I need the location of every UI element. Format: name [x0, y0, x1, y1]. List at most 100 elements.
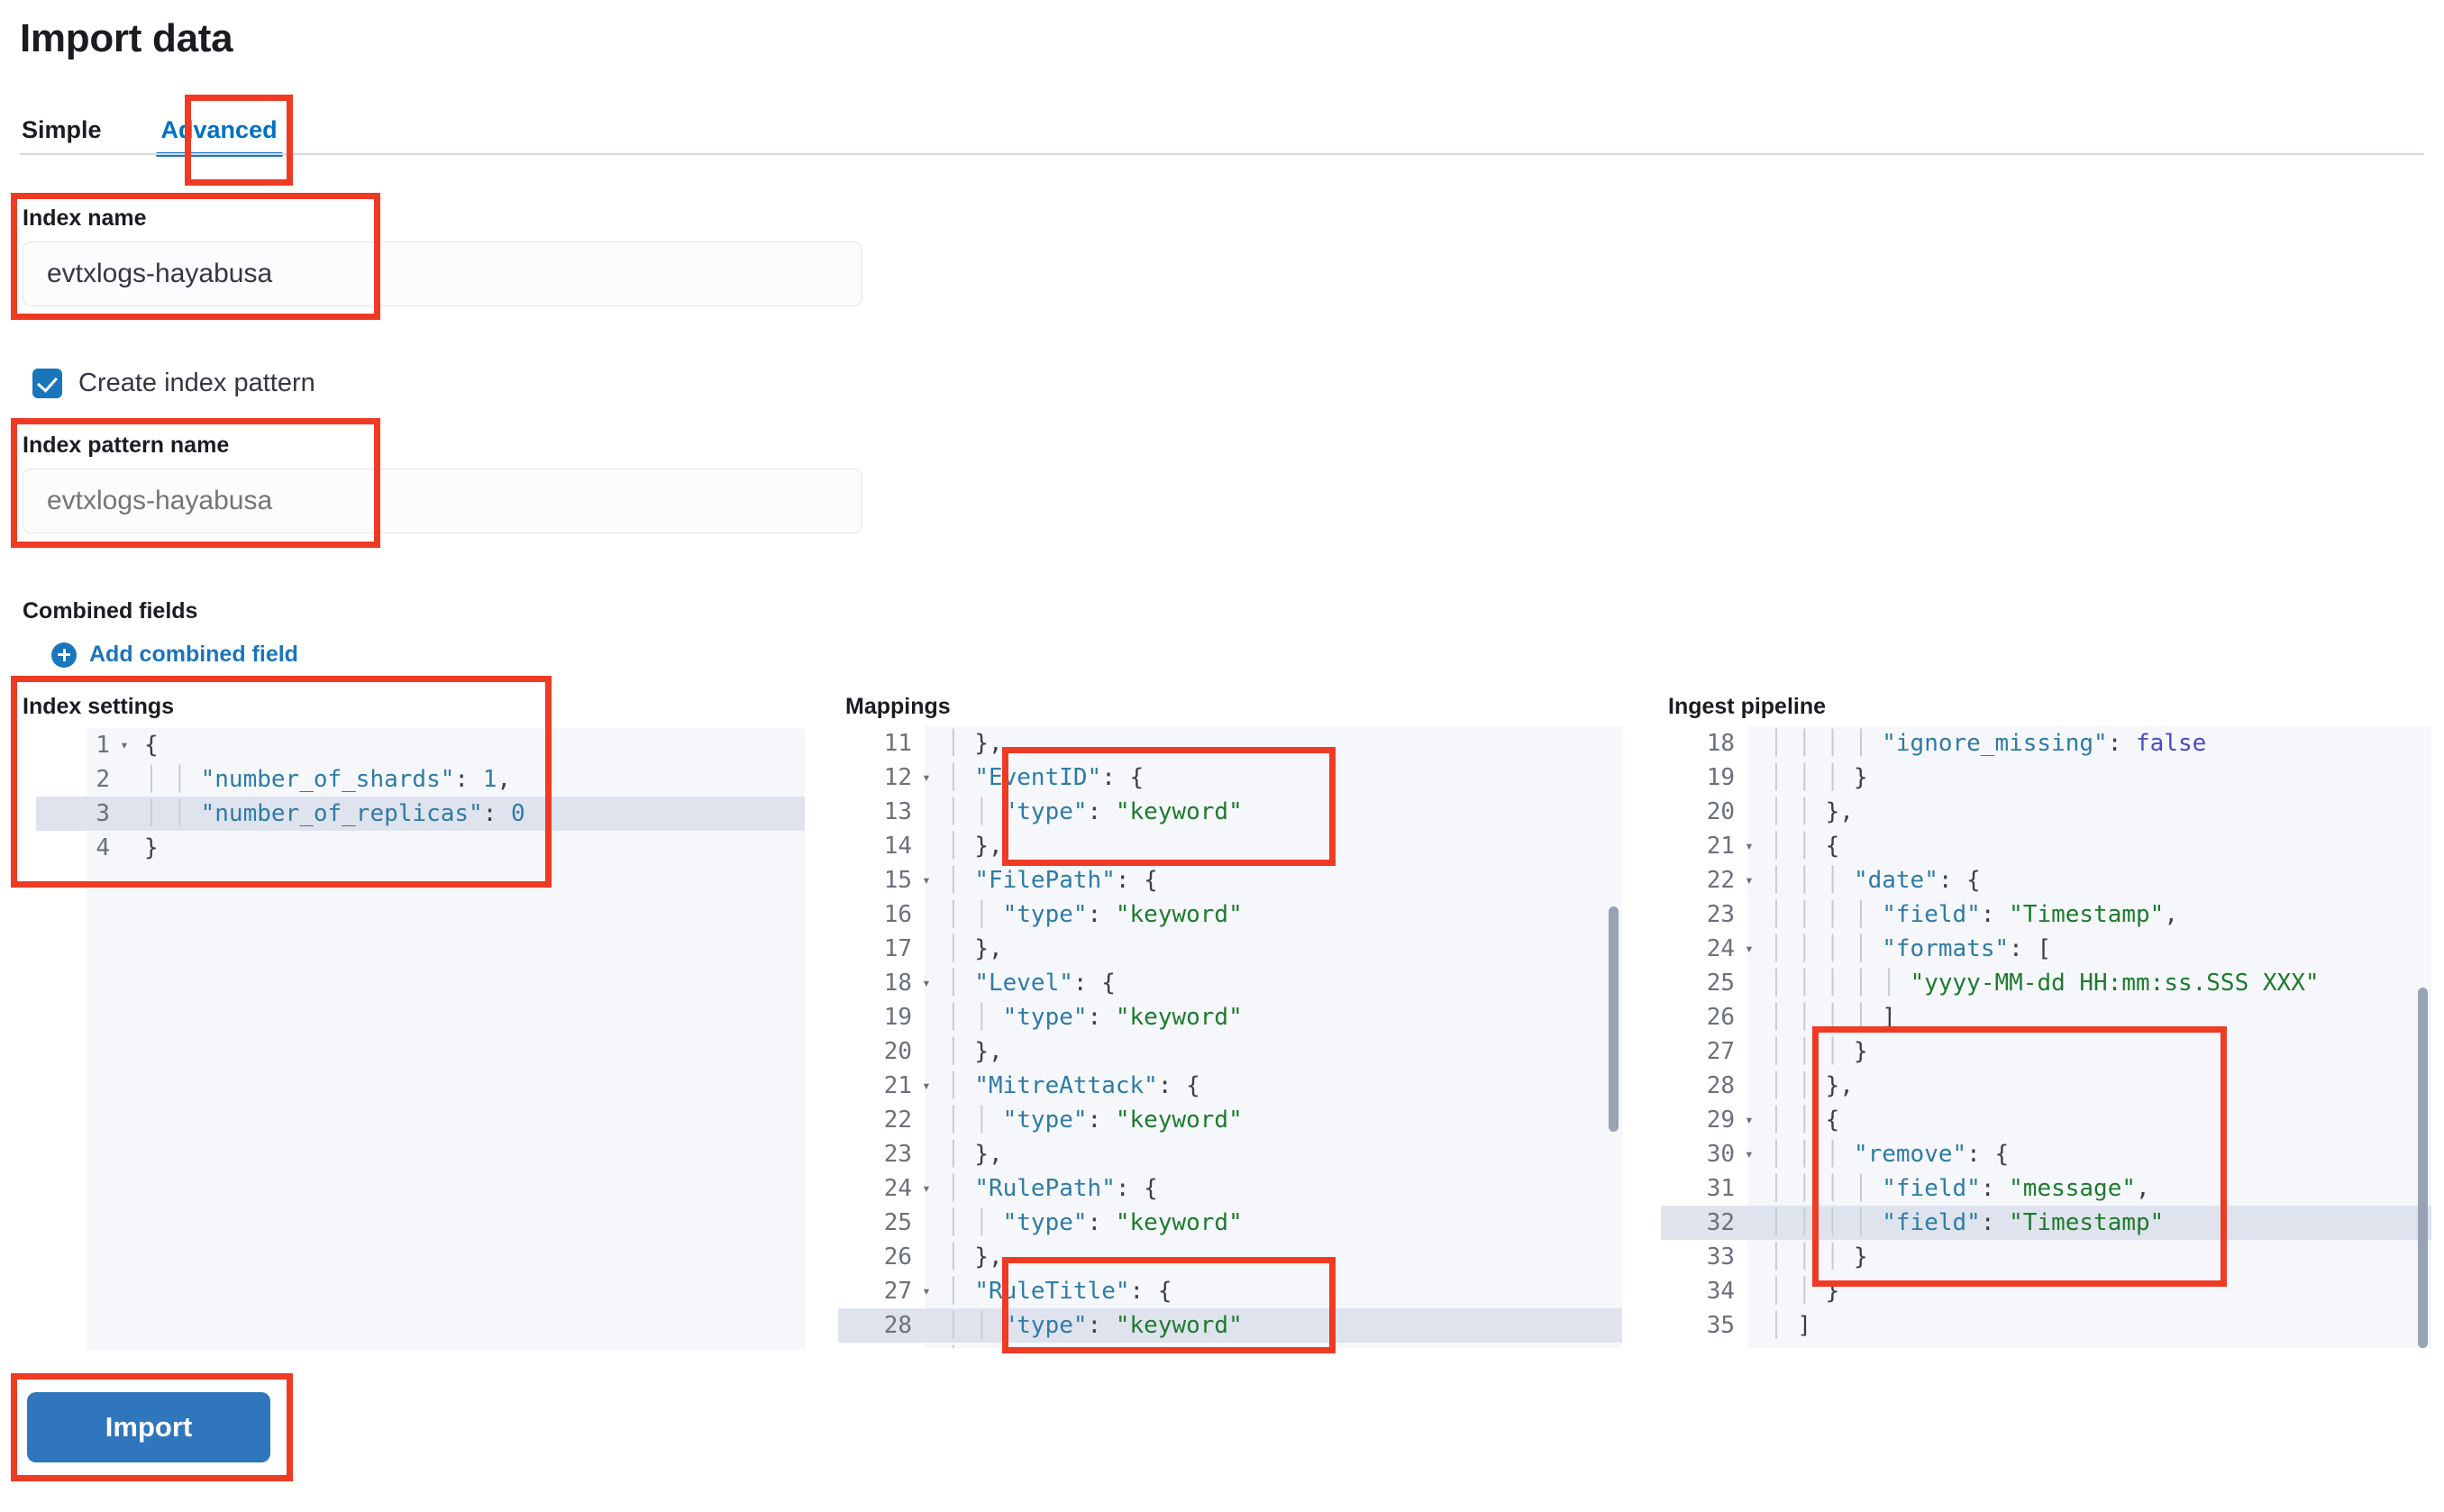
code-line[interactable]: 22▾│ │ │ "date": { — [1661, 863, 2431, 897]
code-line[interactable]: 36} — [1661, 1343, 2431, 1348]
mappings-scrollbar[interactable] — [1609, 906, 1619, 1132]
line-number: 19 — [883, 1004, 912, 1031]
code-line[interactable]: 27▾│ "RuleTitle": { — [838, 1274, 1622, 1308]
import-button[interactable]: Import — [27, 1392, 270, 1462]
code-text: } — [144, 834, 159, 861]
code-line[interactable]: 20│ }, — [838, 1034, 1622, 1069]
code-line[interactable]: 31 │ │ │ │ "field": "message", — [1661, 1171, 2431, 1206]
fold-caret-icon[interactable]: ▾ — [1745, 1111, 1754, 1128]
fold-caret-icon[interactable]: ▾ — [922, 1282, 931, 1299]
code-line[interactable]: 18▾│ "Level": { — [838, 966, 1622, 1000]
code-line[interactable]: 20│ │ }, — [1661, 795, 2431, 829]
tab-divider — [20, 153, 2424, 155]
code-line[interactable]: 28│ │ "type": "keyword" — [838, 1308, 1622, 1343]
fold-caret-icon[interactable]: ▾ — [922, 1077, 931, 1094]
code-text: │ │ │ "remove": { — [1769, 1141, 2010, 1168]
code-line[interactable]: 19│ │ "type": "keyword" — [838, 1000, 1622, 1034]
code-line[interactable]: 18 │ │ │ │ "ignore_missing": false — [1661, 726, 2431, 761]
code-text: │ │ │ │ "field": "message", — [1769, 1175, 2150, 1202]
code-line[interactable]: 2│ │ "number_of_shards": 1, — [36, 762, 805, 797]
code-line[interactable]: 3│ │ "number_of_replicas": 0 — [36, 797, 805, 831]
line-number: 12 — [883, 764, 912, 791]
ingest-pipeline-scrollbar[interactable] — [2418, 988, 2428, 1348]
tab-simple[interactable]: Simple — [22, 116, 102, 143]
code-line[interactable]: 11│ }, — [838, 726, 1622, 761]
line-number: 36 — [1661, 1343, 1738, 1348]
code-line[interactable]: 35│ ] — [1661, 1308, 2431, 1343]
code-line[interactable]: 29│ }, — [838, 1343, 1622, 1348]
line-number: 4 — [96, 834, 110, 861]
code-line[interactable]: 29▾│ │ { — [1661, 1103, 2431, 1137]
code-line[interactable]: 24▾│ "RulePath": { — [838, 1171, 1622, 1206]
line-number: 17 — [883, 935, 912, 962]
create-index-pattern-checkbox[interactable] — [32, 369, 62, 398]
code-line[interactable]: 24▾│ │ │ │ "formats": [ — [1661, 932, 2431, 966]
code-text: │ }, — [946, 1141, 1003, 1168]
code-line[interactable]: 21▾│ │ { — [1661, 829, 2431, 863]
code-text: │ │ │ } — [1769, 1038, 1868, 1065]
code-line[interactable]: 22 │ │ "type": "keyword" — [838, 1103, 1622, 1137]
code-line[interactable]: 16│ │ "type": "keyword" — [838, 897, 1622, 932]
index-settings-editor[interactable]: 1▾{2│ │ "number_of_shards": 1,3│ │ "numb… — [36, 728, 805, 1350]
code-text: │ "FilePath": { — [946, 867, 1158, 894]
code-line[interactable]: 34│ │ } — [1661, 1274, 2431, 1308]
code-line[interactable]: 25│ │ "type": "keyword" — [838, 1206, 1622, 1240]
code-line[interactable]: 33│ │ │ } — [1661, 1240, 2431, 1274]
fold-caret-icon[interactable]: ▾ — [922, 974, 931, 991]
code-text: │ }, — [946, 1038, 1003, 1065]
line-number: 11 — [883, 730, 912, 757]
line-number: 21 — [1706, 833, 1735, 860]
code-text: │ │ │ │ "ignore_missing": false — [1769, 730, 2207, 757]
code-line[interactable]: 28│ │ }, — [1661, 1069, 2431, 1103]
create-index-pattern-row[interactable]: Create index pattern — [32, 369, 315, 398]
line-number: 16 — [883, 901, 912, 928]
fold-caret-icon[interactable]: ▾ — [1745, 1145, 1754, 1162]
line-number: 14 — [883, 833, 912, 860]
index-name-input[interactable] — [23, 241, 862, 306]
fold-caret-icon[interactable]: ▾ — [922, 871, 931, 888]
code-line[interactable]: 19│ │ │ } — [1661, 761, 2431, 795]
code-text: │ │ "type": "keyword" — [946, 1107, 1243, 1134]
code-text: │ "EventID": { — [946, 764, 1144, 791]
add-combined-field-button[interactable]: Add combined field — [51, 642, 298, 668]
index-pattern-name-input[interactable] — [23, 469, 862, 533]
ingest-pipeline-editor[interactable]: 18 │ │ │ │ "ignore_missing": false 19│ │ │… — [1661, 726, 2431, 1348]
line-number: 22 — [1706, 867, 1735, 894]
code-line[interactable]: 4} — [36, 831, 805, 865]
code-line[interactable]: 14│ }, — [838, 829, 1622, 863]
line-number: 1 — [96, 732, 110, 759]
line-number: 27 — [1706, 1038, 1735, 1065]
fold-caret-icon[interactable]: ▾ — [1745, 871, 1754, 888]
line-number: 32 — [1706, 1209, 1735, 1236]
fold-caret-icon[interactable]: ▾ — [1745, 837, 1754, 854]
code-text: │ "MitreAttack": { — [946, 1072, 1200, 1099]
line-number: 18 — [1706, 730, 1735, 757]
code-text: │ │ }, — [1769, 1072, 1854, 1099]
code-line[interactable]: 23│ }, — [838, 1137, 1622, 1171]
code-line[interactable]: 26│ │ │ │ ] — [1661, 1000, 2431, 1034]
fold-caret-icon[interactable]: ▾ — [922, 1180, 931, 1197]
code-line[interactable]: 1▾{ — [36, 728, 805, 762]
code-text: │ }, — [937, 1343, 1003, 1348]
code-line[interactable]: 21▾│ "MitreAttack": { — [838, 1069, 1622, 1103]
code-text: │ │ "number_of_replicas": 0 — [144, 800, 525, 827]
code-line[interactable]: 17│ }, — [838, 932, 1622, 966]
code-line[interactable]: 30▾│ │ │ "remove": { — [1661, 1137, 2431, 1171]
code-line[interactable]: 23│ │ │ │ "field": "Timestamp", — [1661, 897, 2431, 932]
fold-caret-icon[interactable]: ▾ — [120, 736, 129, 753]
code-line[interactable]: 32│ │ │ │ "field": "Timestamp" — [1661, 1206, 2431, 1240]
code-line[interactable]: 12 ▾ │ "EventID": { — [838, 761, 1622, 795]
fold-caret-icon[interactable]: ▾ — [1745, 940, 1754, 957]
code-line[interactable]: 26│ }, — [838, 1240, 1622, 1274]
code-line[interactable]: 25│ │ │ │ │ "yyyy-MM-dd HH:mm:ss.SSS XXX… — [1661, 966, 2431, 1000]
line-number: 2 — [96, 766, 110, 793]
code-line[interactable]: 15▾│ "FilePath": { — [838, 863, 1622, 897]
code-line[interactable]: 27 │ │ │ } — [1661, 1034, 2431, 1069]
fold-caret-icon[interactable]: ▾ — [922, 769, 931, 786]
line-number: 31 — [1706, 1175, 1735, 1202]
line-number: 22 — [883, 1107, 912, 1134]
code-text: │ │ } — [1769, 1278, 1840, 1305]
code-line[interactable]: 13│ │ "type": "keyword" — [838, 795, 1622, 829]
tab-advanced[interactable]: Advanced — [129, 118, 310, 157]
mappings-editor[interactable]: 11│ },12▾│ "EventID": {13│ │ "type": "ke… — [838, 726, 1622, 1348]
